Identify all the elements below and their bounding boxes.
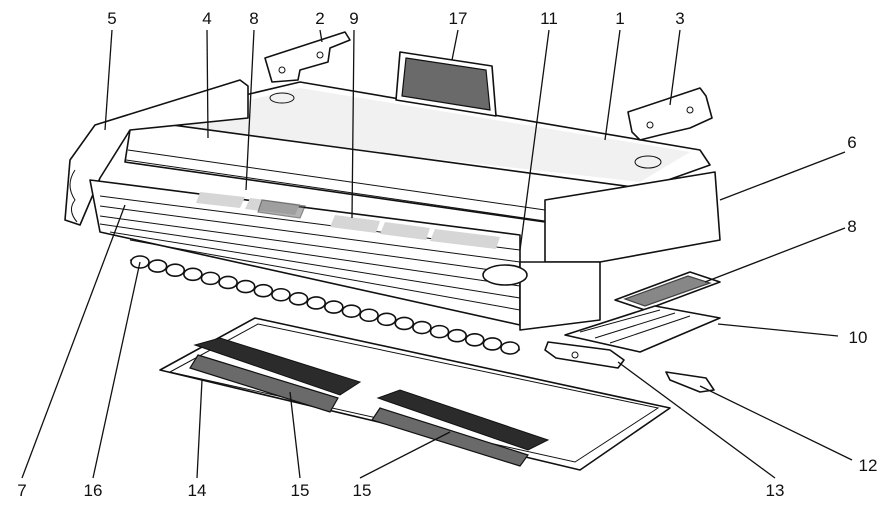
right-end-panel (544, 171, 721, 263)
callout-5: 5 (107, 9, 116, 28)
callout-labels: 5 4 8 2 9 17 11 1 3 6 8 10 12 13 7 16 14… (17, 9, 877, 500)
chain-link (412, 320, 432, 335)
chain-link (429, 324, 450, 339)
damper-chain (129, 255, 521, 355)
callout-6: 6 (847, 133, 856, 152)
callout-3: 3 (675, 9, 684, 28)
chain-link (359, 308, 379, 323)
callout-16: 16 (84, 481, 103, 500)
chain-link (288, 292, 309, 306)
callout-10: 10 (849, 328, 868, 347)
chain-link (271, 287, 291, 302)
callout-7: 7 (17, 481, 26, 500)
side-filter-upper (614, 271, 721, 311)
chain-link (500, 341, 520, 355)
heat-exchanger-right (371, 389, 550, 467)
side-filter-lower (564, 305, 721, 353)
callout-8-right: 8 (847, 217, 856, 236)
callout-1: 1 (615, 9, 624, 28)
chain-link (165, 263, 186, 277)
callout-9: 9 (349, 9, 358, 28)
chain-link (394, 316, 415, 331)
chain-link (200, 271, 221, 286)
chain-link (306, 296, 326, 310)
bracket-left (264, 31, 351, 83)
chain-link (464, 333, 485, 347)
callout-4: 4 (202, 9, 211, 28)
chain-link (218, 275, 238, 290)
callout-14: 14 (188, 481, 207, 500)
callout-17: 17 (449, 9, 468, 28)
top-filter (395, 51, 497, 117)
filter-openings (196, 192, 500, 249)
chain-link (253, 283, 274, 298)
chain-link (376, 312, 397, 327)
corner-cap (482, 264, 528, 286)
mounting-clip (544, 341, 625, 369)
top-panel-shade (160, 88, 690, 182)
chain-link (324, 300, 344, 314)
top-vent-hole-right (634, 155, 662, 169)
top-vent-hole-left (269, 92, 295, 104)
callout-15-right: 15 (353, 481, 372, 500)
chain-link (341, 304, 362, 318)
chain-link (482, 337, 503, 351)
bracket-right (627, 87, 713, 141)
cabinet-assembly (64, 79, 721, 331)
heat-exchanger-left (189, 337, 362, 413)
callout-8-top: 8 (249, 9, 258, 28)
chain-link (147, 259, 168, 273)
base-pan (159, 317, 671, 471)
right-lower-block (519, 261, 601, 331)
chain-link (235, 279, 256, 294)
chain-link (447, 328, 467, 343)
leader-lines (21, 29, 853, 479)
callout-15-left: 15 (291, 481, 310, 500)
callout-13: 13 (766, 481, 785, 500)
callout-2: 2 (315, 9, 324, 28)
left-end-panel (64, 79, 249, 226)
callout-12: 12 (859, 456, 878, 475)
callout-11: 11 (540, 9, 558, 28)
chain-link (183, 267, 203, 282)
